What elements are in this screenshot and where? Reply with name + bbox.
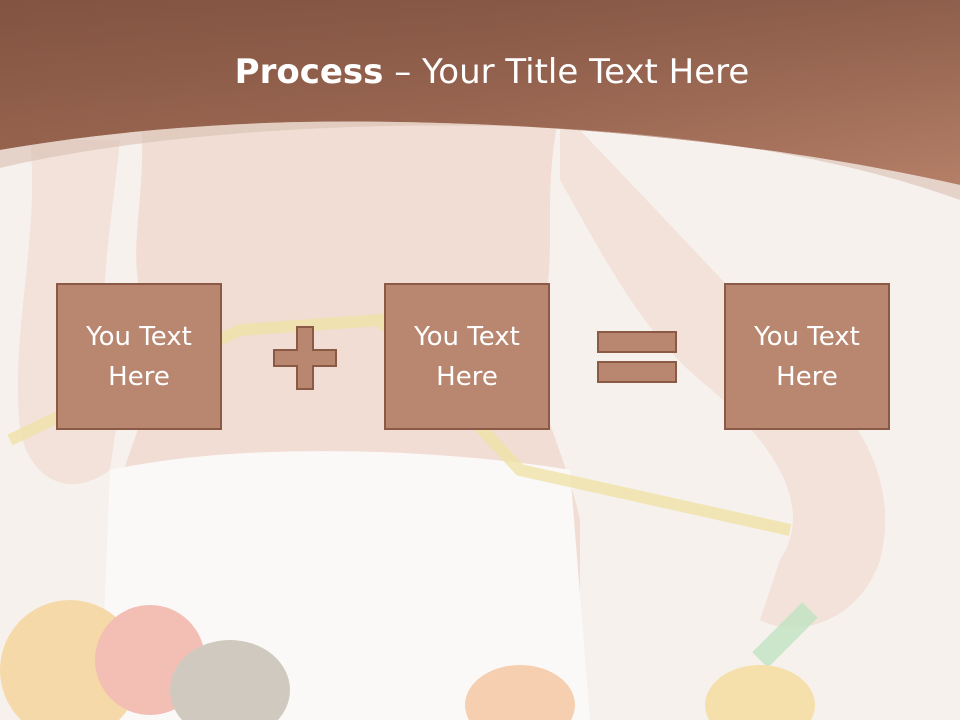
process-box-1-text: You Text Here [86, 321, 192, 392]
right-arm-shape [560, 110, 886, 628]
yellow-pepper-right [705, 665, 815, 720]
title-text: Your Title Text Here [422, 52, 750, 92]
slide-title: Process – Your Title Text Here [0, 52, 960, 92]
process-box-2-text: You Text Here [414, 321, 520, 392]
plus-icon [273, 326, 337, 390]
measuring-tape-end [752, 602, 818, 668]
header-shade [0, 0, 960, 185]
process-box-3-text: You Text Here [754, 321, 860, 392]
title-bold: Process [234, 52, 384, 92]
equals-icon [597, 331, 677, 383]
process-box-3[interactable]: You Text Here [724, 283, 890, 430]
orange [465, 665, 575, 720]
process-box-1[interactable]: You Text Here [56, 283, 222, 430]
process-box-2[interactable]: You Text Here [384, 283, 550, 430]
title-separator: – [383, 52, 423, 92]
green-pepper [170, 640, 290, 720]
